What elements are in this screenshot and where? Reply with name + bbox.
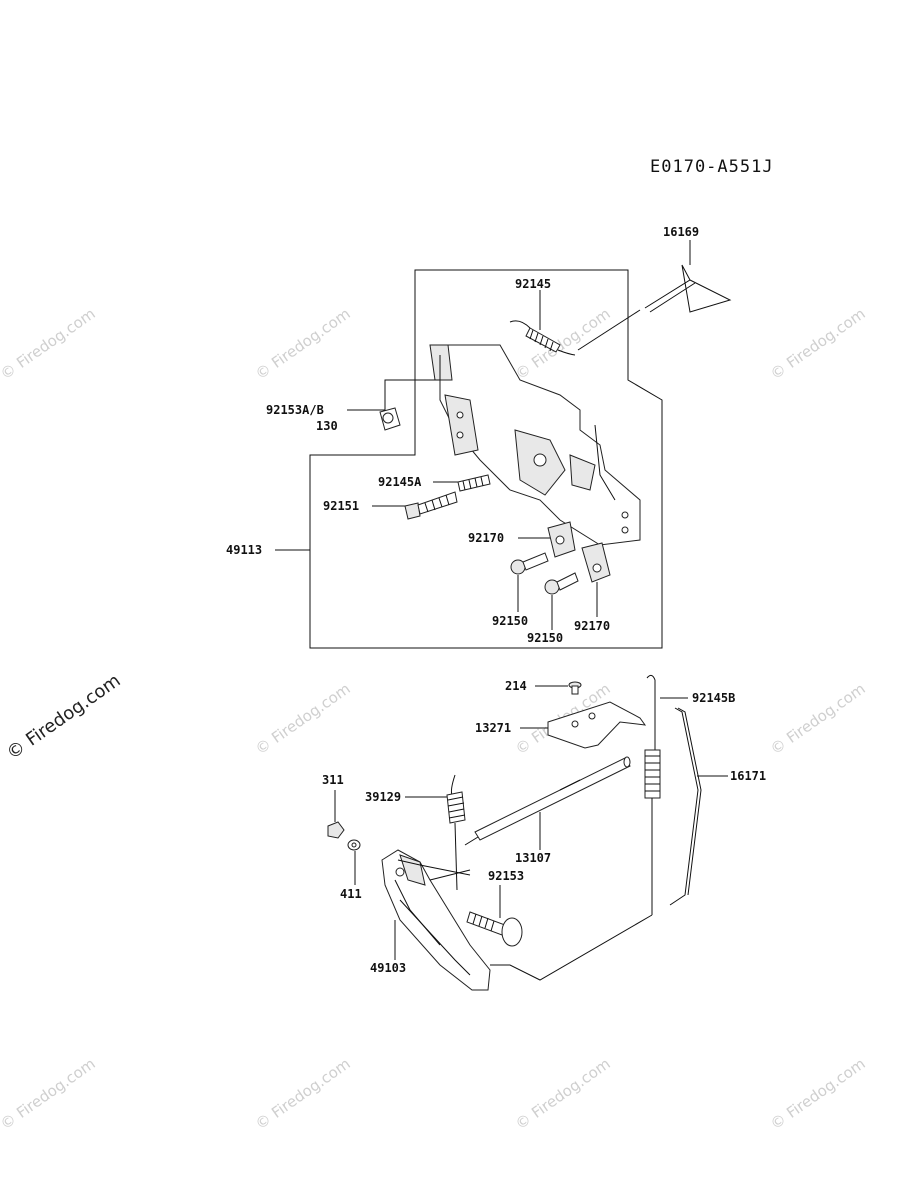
- label-13107: 13107: [515, 851, 551, 865]
- label-92170-upper: 92170: [468, 531, 504, 545]
- label-92153: 92153: [488, 869, 524, 883]
- label-92151: 92151: [323, 499, 359, 513]
- watermark-5: © Firedog.com: [252, 680, 354, 759]
- bracket-92170-upper: [547, 521, 576, 558]
- spring-92145: [509, 309, 641, 356]
- label-92145b: 92145B: [692, 691, 735, 705]
- shaft-13107: [464, 756, 631, 846]
- washer-411: [347, 839, 361, 851]
- spring-39129: [446, 774, 466, 891]
- part-labels: 16169 92145 92153A/B 130 92145A 92151 49…: [226, 225, 766, 975]
- screw-214: [568, 681, 582, 695]
- bolt-92151: [404, 491, 458, 520]
- assembly-frame-49113: [309, 269, 663, 649]
- bracket-92170-lower: [581, 542, 611, 583]
- bolt-92153ab: [379, 407, 401, 431]
- watermark-2: © Firedog.com: [252, 305, 354, 384]
- watermark-3: © Firedog.com: [512, 305, 614, 384]
- label-16171: 16171: [730, 769, 766, 783]
- nut-311: [327, 821, 345, 839]
- screw-92150-left: [510, 552, 549, 575]
- spring-92145b: [644, 674, 661, 915]
- label-49113: 49113: [226, 543, 262, 557]
- label-92150-right: 92150: [527, 631, 563, 645]
- label-92145: 92145: [515, 277, 551, 291]
- label-214: 214: [505, 679, 527, 693]
- watermark-1: © Firedog.com: [0, 305, 99, 384]
- plate-13271: [547, 701, 647, 749]
- watermark-layer: © Firedog.com © Firedog.com © Firedog.co…: [0, 305, 869, 1134]
- label-92150-left: 92150: [492, 614, 528, 628]
- watermark-4: © Firedog.com: [767, 305, 869, 384]
- watermark-9: © Firedog.com: [252, 1055, 354, 1134]
- wire-16169: [644, 264, 732, 313]
- label-311: 311: [322, 773, 344, 787]
- label-39129: 39129: [365, 790, 401, 804]
- label-92170-lower: 92170: [574, 619, 610, 633]
- watermark-8: © Firedog.com: [0, 1055, 99, 1134]
- watermark-7: © Firedog.com: [767, 680, 869, 759]
- label-13271: 13271: [475, 721, 511, 735]
- governor-plate: [429, 344, 641, 546]
- diagram-code: E0170-A551J: [650, 157, 774, 177]
- label-92145a: 92145A: [378, 475, 422, 489]
- lever-49103: [381, 849, 491, 991]
- watermark-main: © Firedog.com: [3, 670, 125, 764]
- label-411: 411: [340, 887, 362, 901]
- label-49103: 49103: [370, 961, 406, 975]
- lower-leader-lines: [334, 685, 728, 981]
- bolt-92153: [466, 911, 523, 947]
- spring-92145a: [457, 474, 491, 492]
- watermark-10: © Firedog.com: [512, 1055, 614, 1134]
- watermark-11: © Firedog.com: [767, 1055, 869, 1134]
- upper-leader-lines: [275, 240, 691, 630]
- screw-92150-right: [544, 572, 579, 595]
- rod-16171: [669, 707, 702, 906]
- label-92153ab: 92153A/B: [266, 403, 324, 417]
- label-130: 130: [316, 419, 338, 433]
- label-16169: 16169: [663, 225, 699, 239]
